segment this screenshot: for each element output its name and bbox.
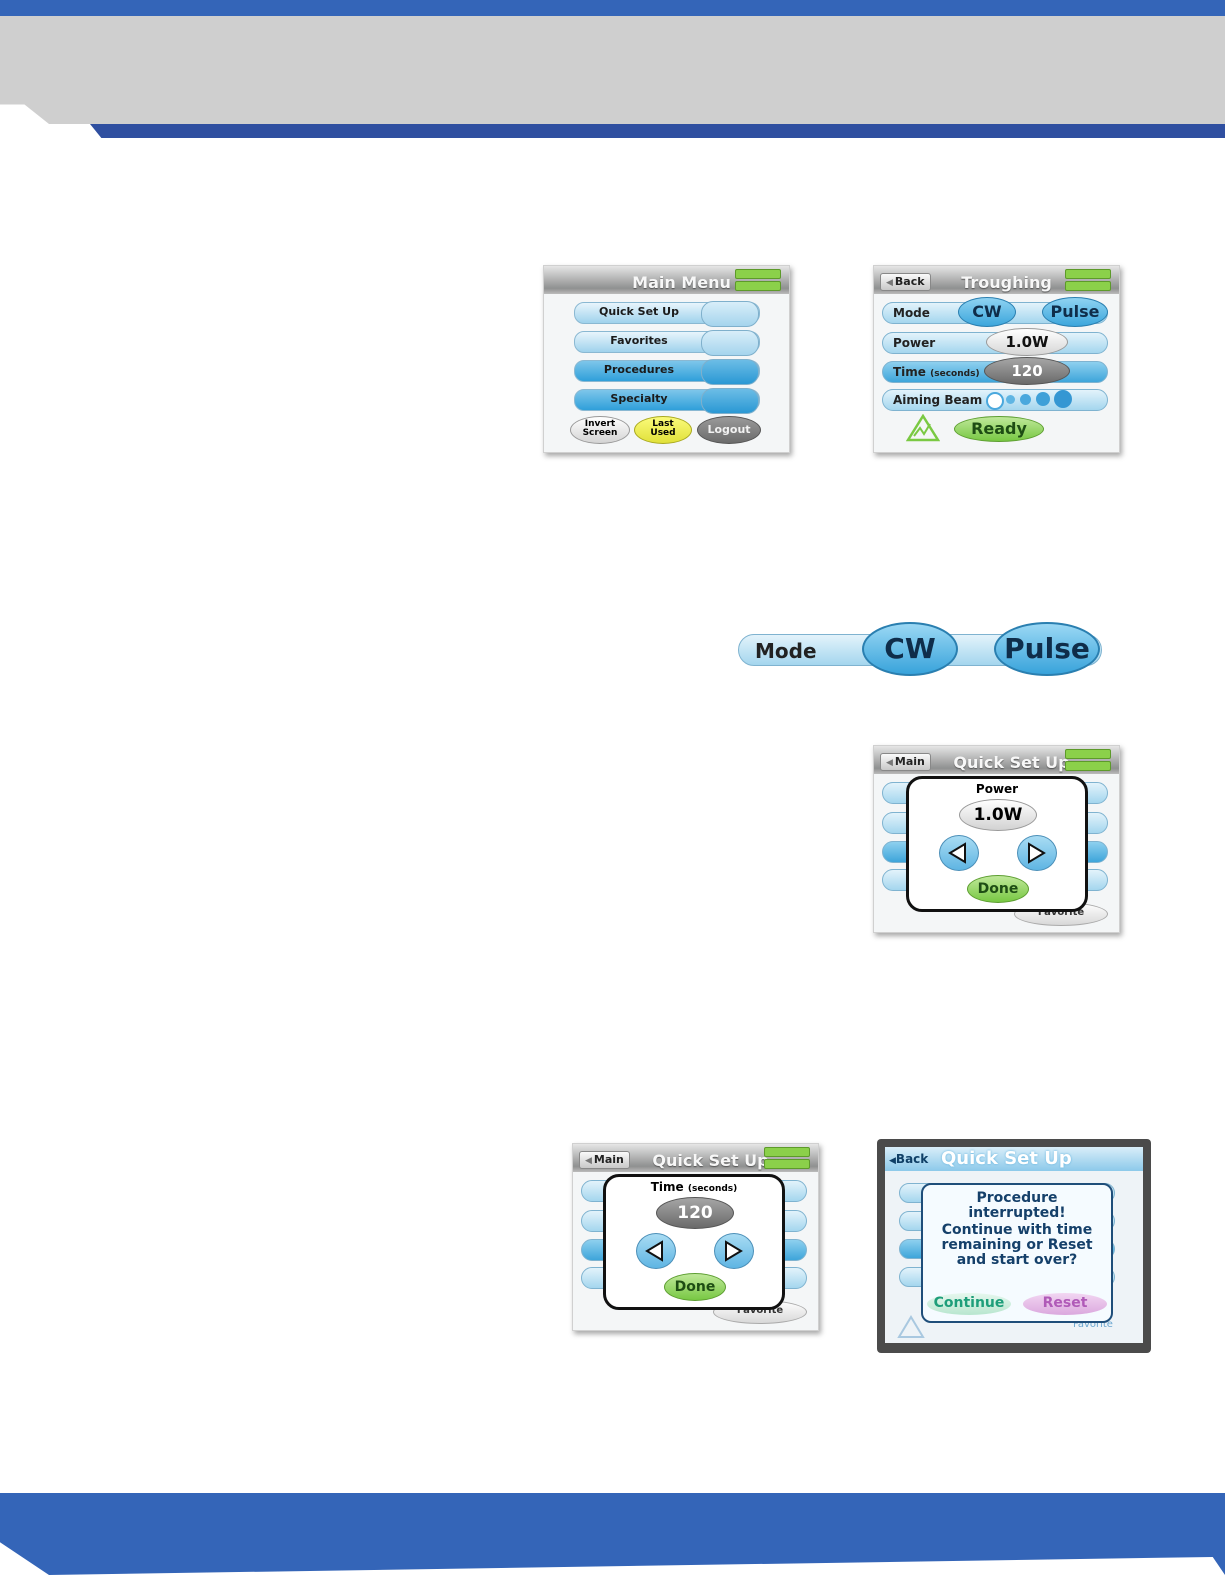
power-popup: Power 1.0W Done (906, 776, 1088, 912)
back-arrow-icon: ◀ (886, 758, 893, 768)
troughing-screen: ◀Back Troughing Mode CW Pulse Power 1.0W… (873, 265, 1120, 453)
screen-title: Troughing (961, 273, 1052, 292)
title-bar: ◀Main Quick Set Up (874, 746, 1119, 774)
power-popup-screen: ◀Main Quick Set Up Favorite Power 1.0W D… (873, 745, 1120, 933)
aiming-level-1[interactable] (986, 392, 1004, 410)
screen-title: Quick Set Up (652, 1151, 769, 1170)
time-popup-screen: ◀Main Quick Set Up Favorite Time (second… (572, 1143, 819, 1331)
mode-detail: Mode CW Pulse (738, 618, 1108, 678)
title-bar: ◀Back Quick Set Up (885, 1147, 1143, 1171)
interrupted-screen: ◀Back Quick Set Up Favorite Procedure in… (877, 1139, 1151, 1353)
header-band (0, 16, 1225, 124)
battery-icon (1065, 749, 1111, 759)
interrupted-message: Procedure interrupted! Continue with tim… (941, 1190, 1093, 1268)
aiming-level-2[interactable] (1006, 395, 1015, 404)
interrupted-display: ◀Back Quick Set Up Favorite Procedure in… (885, 1147, 1143, 1343)
battery-icon (1065, 269, 1111, 279)
battery-icon (735, 281, 781, 291)
mode-cw-button[interactable]: CW (958, 297, 1016, 327)
menu-item-procedures[interactable]: Procedures (574, 359, 760, 385)
mode-pulse-button[interactable]: Pulse (1042, 297, 1108, 327)
aiming-level-5[interactable] (1054, 390, 1072, 408)
time-popup: Time (seconds) 120 Done (603, 1174, 785, 1310)
increase-button[interactable] (1017, 835, 1057, 871)
reset-button[interactable]: Reset (1023, 1293, 1107, 1315)
mode-detail-pulse-button[interactable]: Pulse (994, 622, 1100, 676)
battery-icon (764, 1147, 810, 1157)
popup-title: Power (975, 782, 1019, 796)
main-menu-screen: Main Menu Quick Set Up Favorites Procedu… (543, 265, 790, 453)
ready-button[interactable]: Ready (954, 416, 1044, 442)
menu-item-quick-setup[interactable]: Quick Set Up (574, 301, 760, 327)
laser-warning-icon (906, 414, 940, 442)
header-stripe (90, 124, 1225, 138)
increase-button[interactable] (714, 1233, 754, 1269)
interrupted-popup: Procedure interrupted! Continue with tim… (921, 1183, 1113, 1323)
back-arrow-icon: ◀ (886, 278, 893, 288)
mode-detail-cw-button[interactable]: CW (862, 622, 958, 676)
continue-button[interactable]: Continue (927, 1293, 1011, 1315)
power-value: 1.0W (959, 799, 1037, 831)
back-arrow-icon: ◀ (585, 1156, 592, 1166)
battery-icon (1065, 761, 1111, 771)
time-value[interactable]: 120 (984, 357, 1070, 385)
logout-button[interactable]: Logout (697, 416, 761, 444)
battery-icon (764, 1159, 810, 1169)
menu-item-favorites[interactable]: Favorites (574, 330, 760, 356)
back-arrow-icon: ◀ (889, 1156, 896, 1166)
main-button[interactable]: ◀Main (579, 1151, 630, 1169)
back-button[interactable]: ◀Back (880, 273, 931, 291)
battery-icon (1065, 281, 1111, 291)
decrease-button[interactable] (939, 835, 979, 871)
popup-title: Time (seconds) (650, 1180, 738, 1194)
aiming-level-3[interactable] (1020, 394, 1031, 405)
battery-icon (735, 269, 781, 279)
invert-screen-button[interactable]: Invert Screen (570, 416, 630, 444)
title-bar: Main Menu (544, 266, 789, 294)
last-used-button[interactable]: Last Used (634, 416, 692, 444)
screen-title: Quick Set Up (953, 753, 1070, 772)
main-button[interactable]: ◀Main (880, 753, 931, 771)
done-button[interactable]: Done (664, 1273, 726, 1301)
aiming-level-4[interactable] (1036, 392, 1050, 406)
left-arrow-icon (948, 842, 966, 864)
title-bar: ◀Main Quick Set Up (573, 1144, 818, 1172)
right-arrow-icon (1028, 842, 1046, 864)
screen-title: Quick Set Up (941, 1148, 1072, 1169)
bg-favorite-label: Favorite (1073, 1319, 1113, 1330)
left-arrow-icon (645, 1240, 663, 1262)
footer-band (0, 1493, 1225, 1575)
done-button[interactable]: Done (967, 875, 1029, 903)
menu-item-specialty[interactable]: Specialty (574, 388, 760, 414)
title-bar: ◀Back Troughing (874, 266, 1119, 294)
decrease-button[interactable] (636, 1233, 676, 1269)
screen-title: Main Menu (632, 273, 731, 292)
power-value[interactable]: 1.0W (986, 328, 1068, 356)
top-bar (0, 0, 1225, 16)
right-arrow-icon (725, 1240, 743, 1262)
time-value: 120 (656, 1197, 734, 1229)
laser-warning-icon (897, 1315, 925, 1338)
back-button[interactable]: ◀Back (889, 1152, 929, 1166)
